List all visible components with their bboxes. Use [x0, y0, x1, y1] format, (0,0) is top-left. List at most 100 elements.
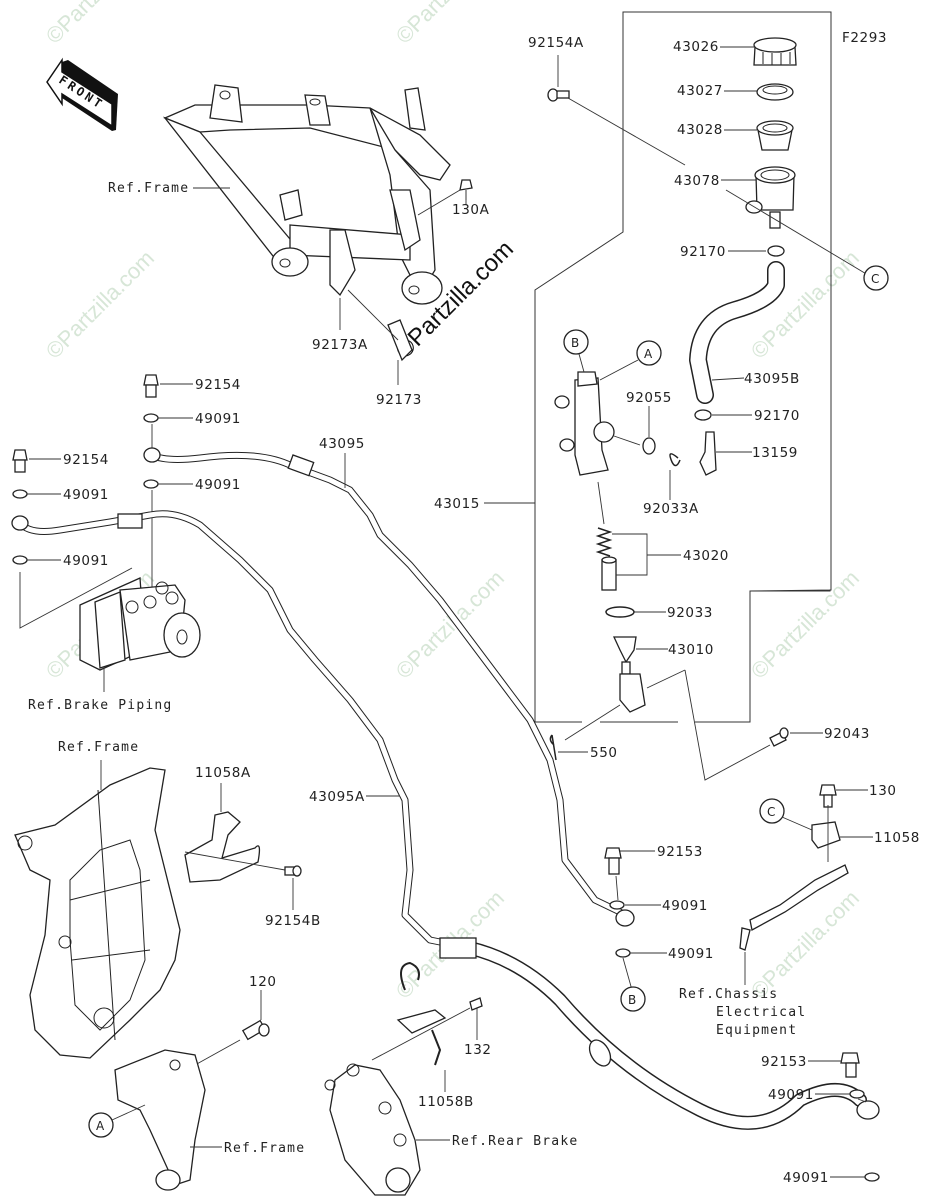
frame-part-top — [163, 84, 451, 362]
leader — [622, 957, 633, 991]
part-label-49091-h[interactable]: 49091 — [783, 1170, 829, 1186]
part-label-43027[interactable]: 43027 — [677, 83, 723, 99]
leader — [857, 1098, 867, 1103]
frame-plate-icon — [14, 767, 181, 1059]
part-label-11058A[interactable]: 11058A — [195, 765, 251, 781]
part-label-92170-top[interactable]: 92170 — [680, 244, 726, 260]
part-label-92154-lower[interactable]: 92154 — [63, 452, 109, 468]
part-label-120[interactable]: 120 — [249, 974, 277, 990]
part-label-49091-b[interactable]: 49091 — [195, 477, 241, 493]
bolt-120-icon — [241, 1019, 270, 1041]
o-ring-icon — [642, 437, 656, 455]
part-label-92043[interactable]: 92043 — [824, 726, 870, 742]
part-label-49091-f[interactable]: 49091 — [668, 946, 714, 962]
part-label-92154B[interactable]: 92154B — [265, 913, 321, 929]
banjo-bolt-icon — [143, 374, 159, 398]
hose-clamp-icon — [694, 409, 712, 421]
part-label-13159[interactable]: 13159 — [752, 445, 798, 461]
callout-B-top[interactable]: B — [563, 329, 589, 355]
part-label-550[interactable]: 550 — [590, 745, 618, 761]
part-label-130[interactable]: 130 — [869, 783, 897, 799]
bolt-92154A-icon — [547, 88, 570, 102]
spring-icon — [595, 527, 613, 557]
hose-clamp-icon — [767, 245, 785, 257]
part-label-92154A[interactable]: 92154A — [528, 35, 584, 51]
leader — [711, 377, 745, 381]
part-label-132[interactable]: 132 — [464, 1042, 492, 1058]
washer-icon — [849, 1089, 865, 1099]
ref-chassis-label-3: Equipment — [716, 1023, 797, 1038]
callout-C-bottom[interactable]: C — [759, 798, 785, 824]
callout-C-top[interactable]: C — [863, 265, 889, 291]
watermark: ©Partzilla.com — [746, 885, 864, 1003]
part-label-92170-mid[interactable]: 92170 — [754, 408, 800, 424]
leader — [725, 189, 869, 276]
ref-chassis-label-1: Ref.Chassis — [679, 987, 778, 1002]
rear-brake-hose — [439, 937, 880, 1130]
part-label-49091-c[interactable]: 49091 — [63, 487, 109, 503]
part-label-49091-g[interactable]: 49091 — [768, 1087, 814, 1103]
leader — [19, 567, 133, 629]
watermark: ©Partzilla.com — [41, 245, 159, 363]
bolt-92154B-icon — [284, 865, 302, 877]
part-label-49091-e[interactable]: 49091 — [662, 898, 708, 914]
part-label-92033[interactable]: 92033 — [667, 605, 713, 621]
bracket-11058B-icon — [396, 961, 447, 1066]
washer-icon — [864, 1172, 880, 1182]
leader — [184, 851, 286, 871]
reservoir-cap-icon — [753, 37, 797, 66]
footrest-bracket-icon — [114, 1049, 206, 1191]
part-label-43028[interactable]: 43028 — [677, 122, 723, 138]
leader — [578, 353, 585, 373]
callout-letter: B — [628, 993, 636, 1007]
abs-unit-icon — [79, 577, 201, 671]
front-arrow-icon: FRONT — [46, 57, 118, 131]
leader — [613, 435, 641, 446]
leader — [684, 669, 771, 781]
part-label-43026[interactable]: 43026 — [673, 39, 719, 55]
diaphragm-plate-icon — [756, 83, 794, 101]
piston-icon — [601, 556, 617, 591]
rear-caliper-bracket-icon — [324, 1063, 421, 1196]
part-label-92154-upper[interactable]: 92154 — [195, 377, 241, 393]
leader — [597, 481, 605, 525]
part-label-49091-d[interactable]: 49091 — [63, 553, 109, 569]
part-label-43095B[interactable]: 43095B — [744, 371, 800, 387]
part-label-92173A[interactable]: 92173A — [312, 337, 368, 353]
callout-A-top[interactable]: A — [636, 340, 662, 366]
callout-B-bottom[interactable]: B — [620, 986, 646, 1012]
leader — [371, 1007, 471, 1061]
washer-icon — [12, 489, 28, 499]
part-label-43095[interactable]: 43095 — [319, 436, 365, 452]
part-label-49091-a[interactable]: 49091 — [195, 411, 241, 427]
part-label-92055[interactable]: 92055 — [626, 390, 672, 406]
hose-joint-icon — [699, 431, 717, 476]
part-label-43095A[interactable]: 43095A — [309, 789, 365, 805]
bracket-11058A-icon — [184, 811, 261, 883]
part-label-11058B[interactable]: 11058B — [418, 1094, 474, 1110]
leader — [111, 1104, 146, 1121]
leader — [646, 669, 686, 689]
part-label-43015[interactable]: 43015 — [434, 496, 480, 512]
bolt-132-icon — [469, 997, 483, 1011]
callout-letter: B — [571, 336, 579, 350]
part-label-130A[interactable]: 130A — [452, 202, 490, 218]
snap-ring-icon — [605, 606, 635, 618]
chassis-bracket-icon — [739, 864, 849, 951]
part-label-43020[interactable]: 43020 — [683, 548, 729, 564]
part-label-43010[interactable]: 43010 — [668, 642, 714, 658]
part-label-11058[interactable]: 11058 — [874, 830, 920, 846]
brake-hose-43095 — [143, 447, 635, 927]
ref-frame-mid-label: Ref.Frame — [58, 740, 139, 755]
bolt-130A-icon — [417, 179, 473, 216]
part-label-92173[interactable]: 92173 — [376, 392, 422, 408]
bolt-130-icon — [819, 784, 837, 808]
banjo-bolt-icon — [12, 449, 28, 473]
part-label-92153-lower[interactable]: 92153 — [761, 1054, 807, 1070]
part-label-43078[interactable]: 43078 — [674, 173, 720, 189]
part-label-92033A[interactable]: 92033A — [643, 501, 699, 517]
callout-A-bottom[interactable]: A — [88, 1112, 114, 1138]
part-label-92153-upper[interactable]: 92153 — [657, 844, 703, 860]
callout-letter: A — [96, 1119, 105, 1133]
